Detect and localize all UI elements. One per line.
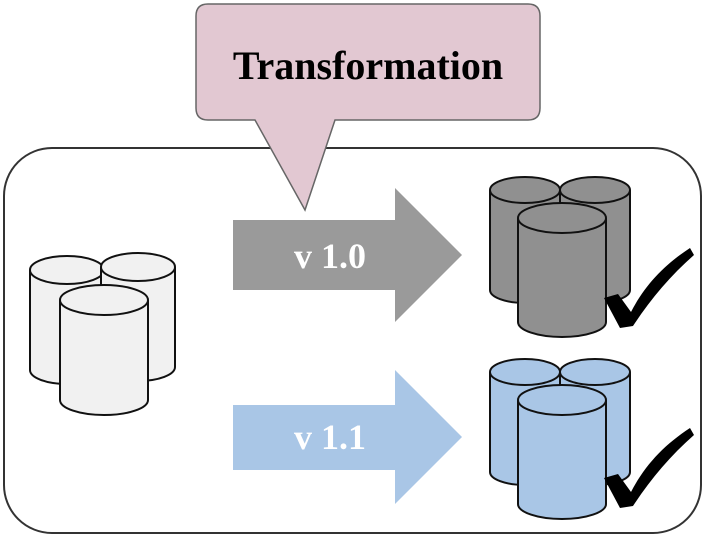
source-database-icon	[29, 252, 176, 416]
checkmark-icon	[604, 248, 694, 328]
transform-arrow-v1-0	[233, 188, 462, 322]
arrow-label-v1-1: v 1.1	[294, 417, 366, 457]
result-database-v1-1-icon	[489, 358, 631, 520]
transformation-callout	[195, 3, 541, 212]
transform-arrow-v1-1	[233, 370, 462, 504]
arrow-label-v1-0: v 1.0	[294, 236, 366, 276]
checkmark-icon	[604, 428, 694, 508]
callout-label: Transformation	[233, 43, 503, 88]
result-database-v1-0-icon	[489, 176, 631, 338]
